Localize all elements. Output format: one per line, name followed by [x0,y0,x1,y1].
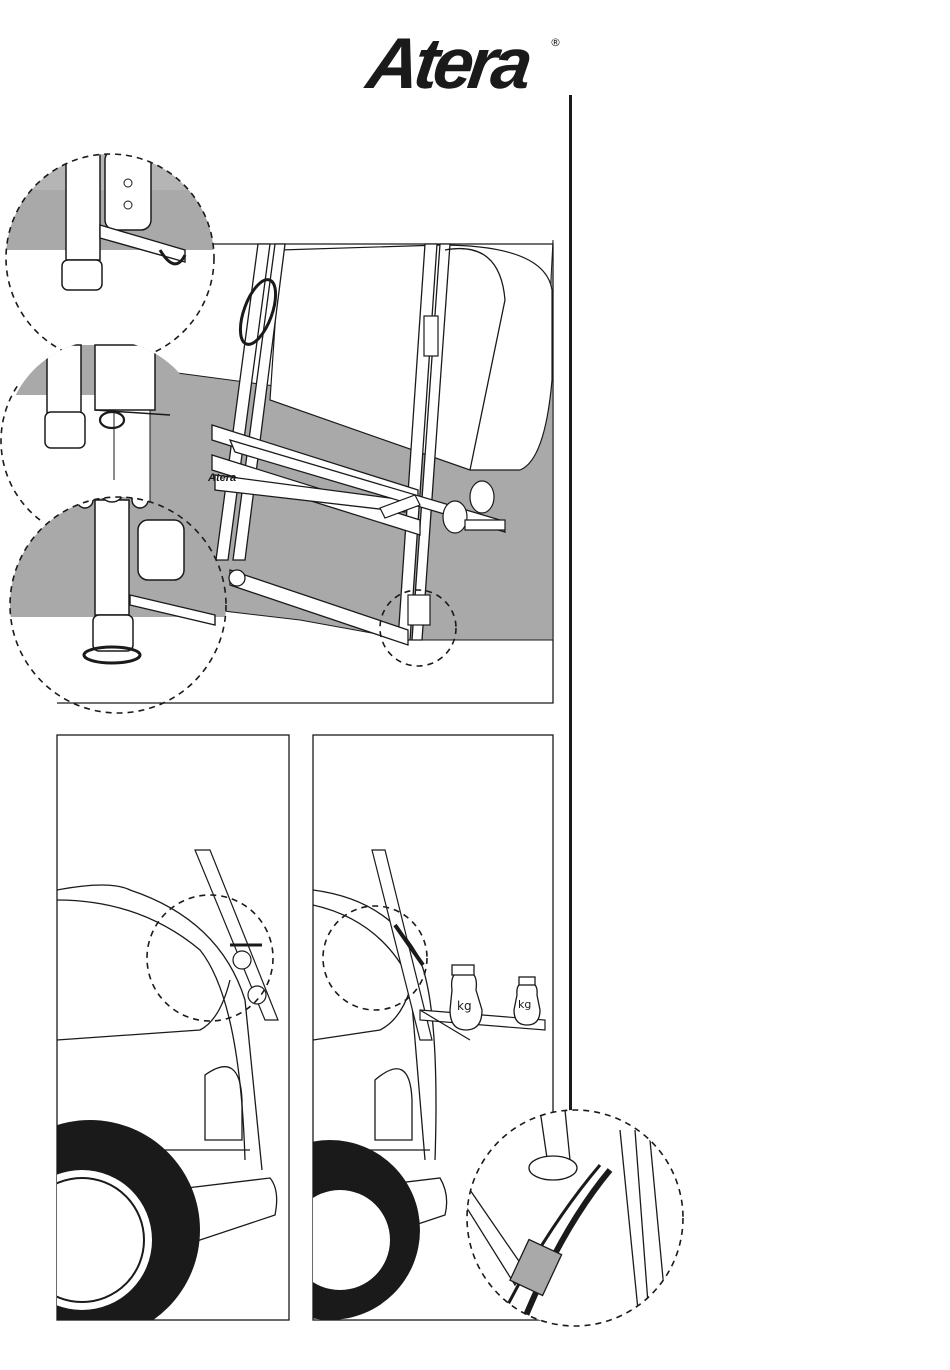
figure-car-side-left [0,735,289,1340]
weight-left: kg [450,965,482,1030]
detail-circle-strap [465,1110,683,1330]
detail-circle-hook [0,150,220,362]
weight-left-label: kg [457,999,472,1013]
carrier-brand-label: Atera [207,472,236,484]
weight-right: kg [514,977,540,1025]
weight-right-label: kg [518,998,531,1011]
